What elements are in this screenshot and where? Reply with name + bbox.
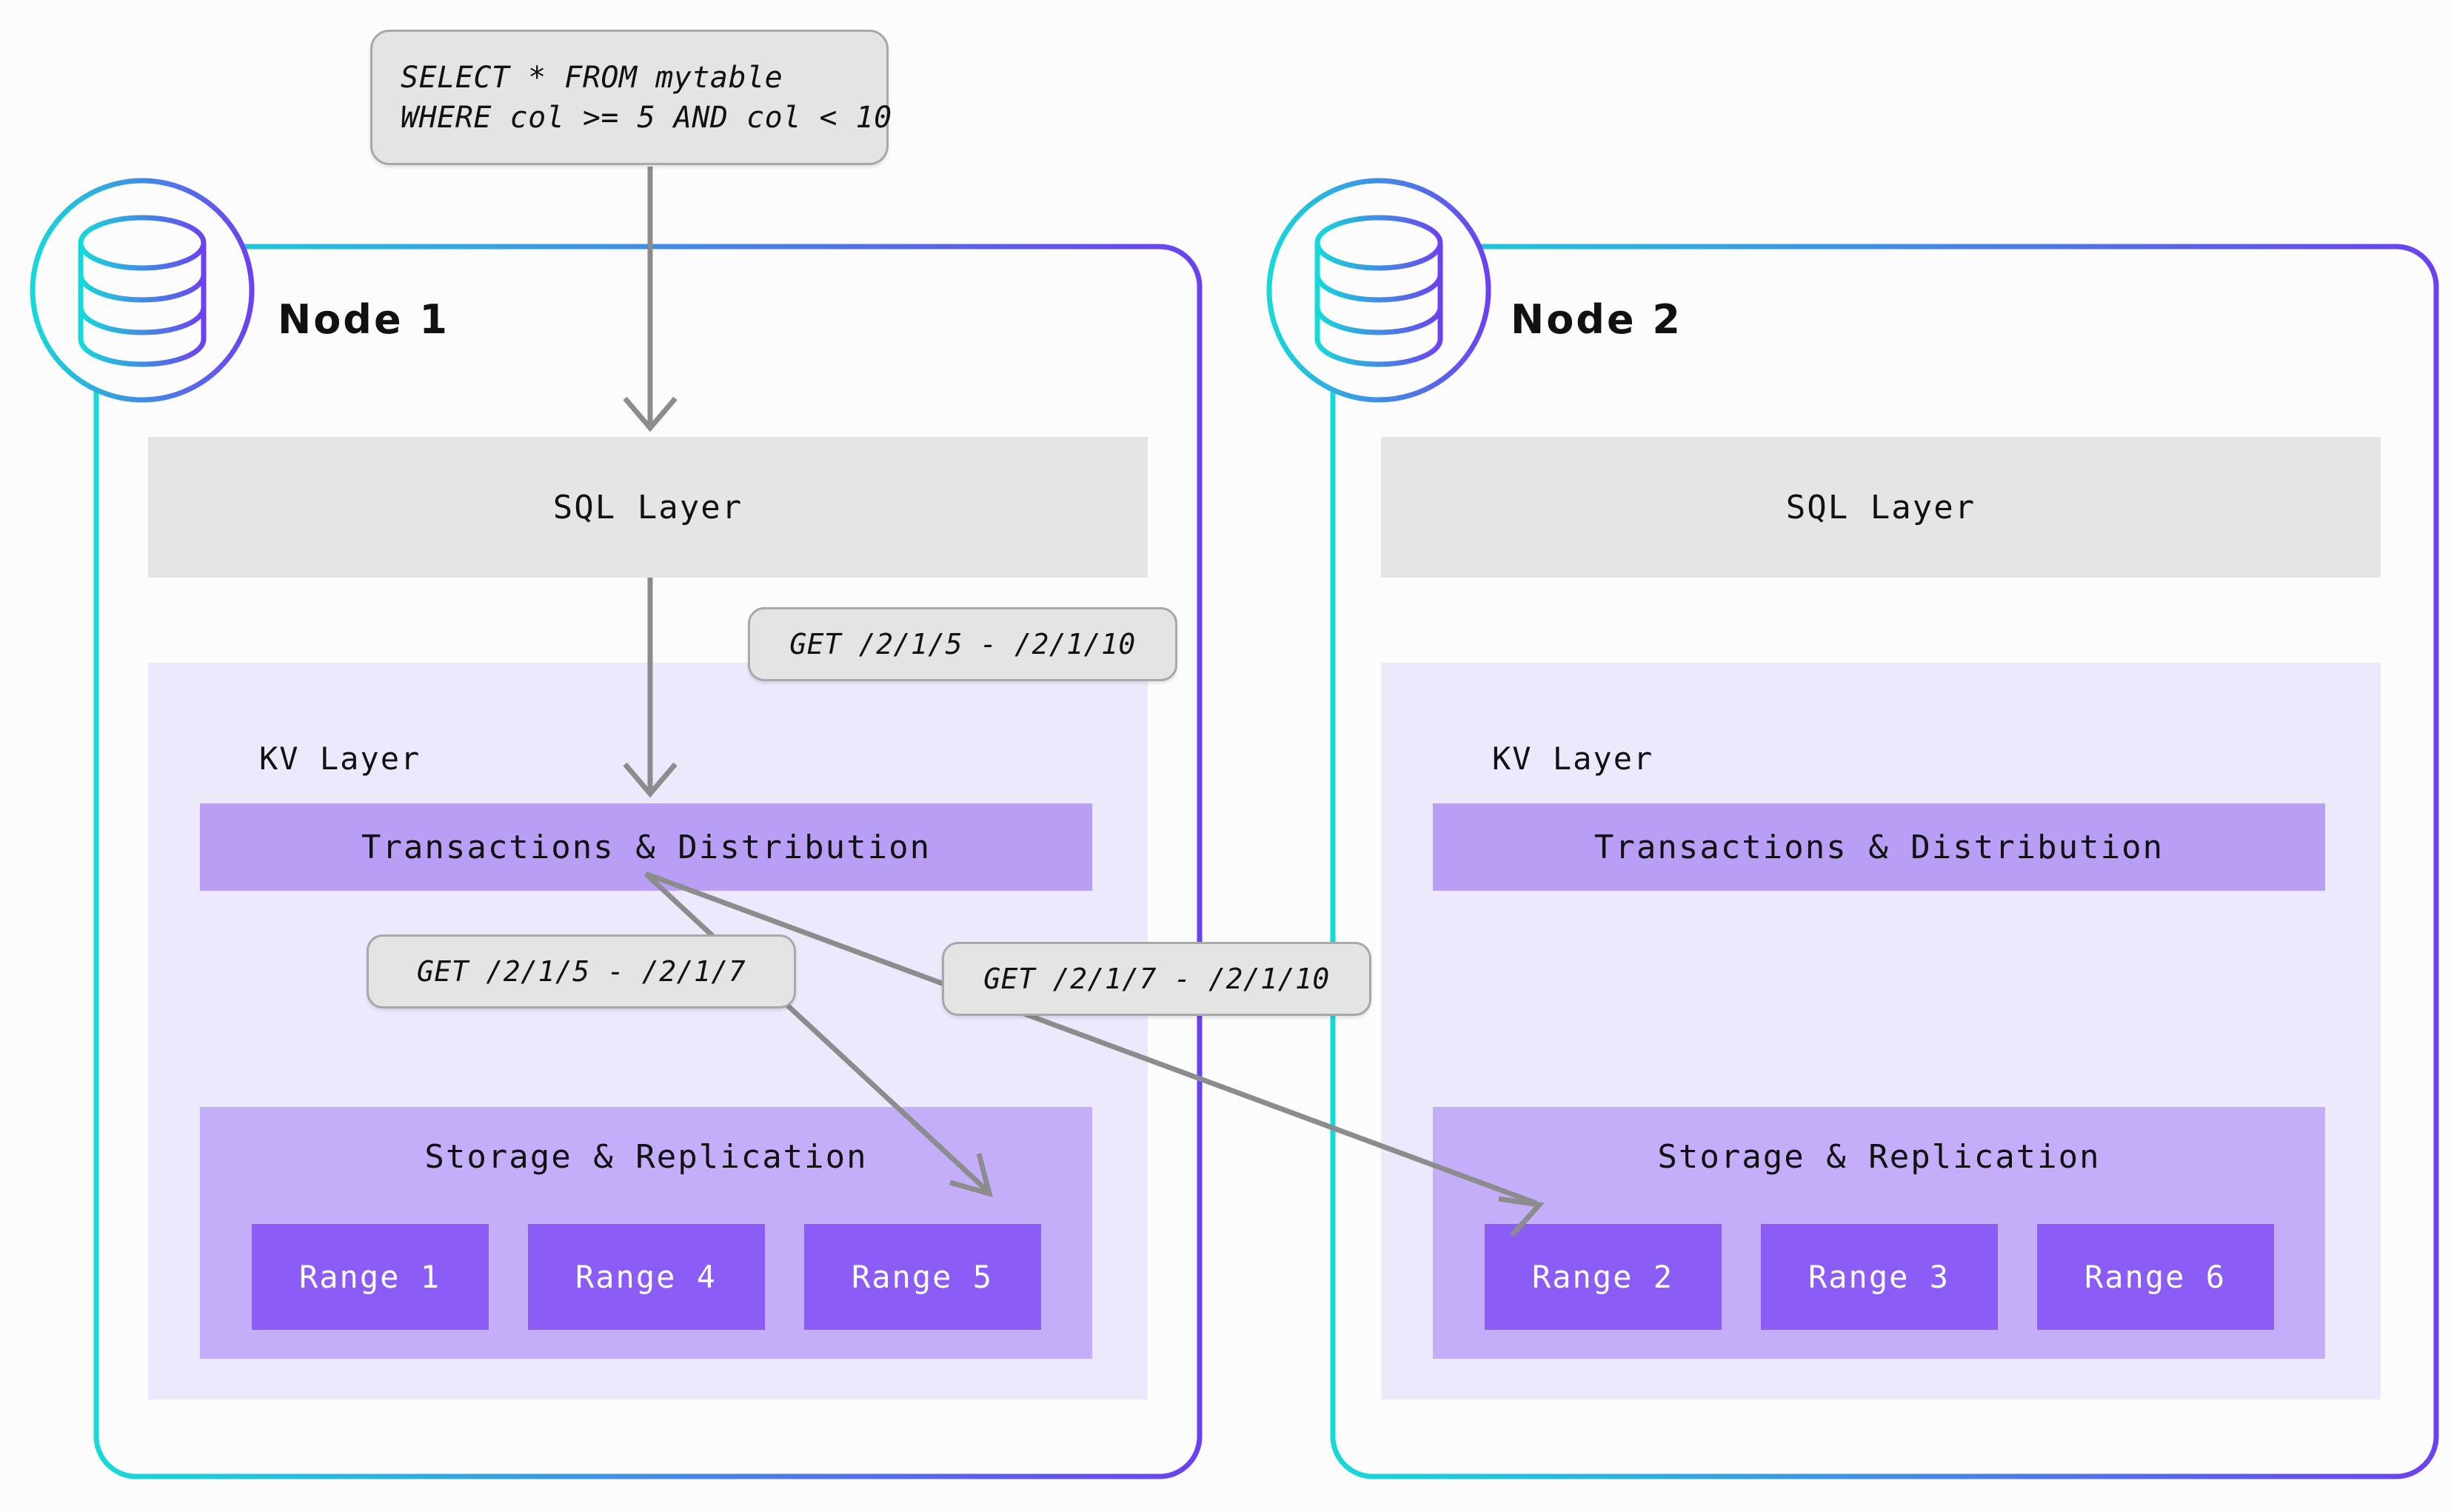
node-1-transactions-distribution: Transactions & Distribution bbox=[200, 803, 1092, 891]
node-2-badge-circle bbox=[1266, 178, 1491, 403]
get-label-range2: GET /2/1/7 - /2/1/10 bbox=[942, 942, 1371, 1016]
node-2-kv-layer: KV Layer Transactions & Distribution Sto… bbox=[1381, 663, 2381, 1399]
node-1-txn-label: Transactions & Distribution bbox=[361, 828, 932, 866]
node-2-storage-replication: Storage & Replication Range 2 Range 3 Ra… bbox=[1433, 1107, 2325, 1359]
range-chip[interactable]: Range 2 bbox=[1484, 1224, 1722, 1330]
node-2-sql-layer-label: SQL Layer bbox=[1785, 488, 1976, 526]
get-label-range5: GET /2/1/5 - /2/1/7 bbox=[367, 934, 796, 1008]
range-chip[interactable]: Range 5 bbox=[803, 1224, 1041, 1330]
query-line-2: WHERE col >= 5 AND col < 10 bbox=[401, 100, 892, 135]
node-1-storage-replication: Storage & Replication Range 1 Range 4 Ra… bbox=[200, 1107, 1092, 1359]
node-1-badge bbox=[30, 178, 255, 403]
node-1-sql-layer: SQL Layer bbox=[148, 437, 1148, 578]
range-chip[interactable]: Range 4 bbox=[527, 1224, 765, 1330]
node-1-range-row: Range 1 Range 4 Range 5 bbox=[200, 1224, 1092, 1330]
node-1-badge-circle bbox=[30, 178, 255, 403]
node-2-txn-label: Transactions & Distribution bbox=[1594, 828, 2164, 866]
node-2-range-row: Range 2 Range 3 Range 6 bbox=[1433, 1224, 2325, 1330]
database-icon bbox=[1314, 215, 1443, 367]
range-chip[interactable]: Range 1 bbox=[251, 1224, 489, 1330]
range-chip[interactable]: Range 3 bbox=[1760, 1224, 1998, 1330]
node-2-kv-layer-label: KV Layer bbox=[1492, 740, 1654, 777]
node-2-transactions-distribution: Transactions & Distribution bbox=[1433, 803, 2325, 891]
node-2-badge bbox=[1266, 178, 1491, 403]
node-1-sql-layer-label: SQL Layer bbox=[552, 488, 743, 526]
get-label-sql-to-kv: GET /2/1/5 - /2/1/10 bbox=[748, 607, 1177, 681]
node-1-kv-layer: KV Layer Transactions & Distribution Sto… bbox=[148, 663, 1148, 1399]
node-1-kv-layer-label: KV Layer bbox=[259, 740, 421, 777]
node-1-storage-label: Storage & Replication bbox=[424, 1138, 868, 1176]
arrowhead-query-to-sql bbox=[623, 396, 678, 432]
node-2-sql-layer: SQL Layer bbox=[1381, 437, 2381, 578]
sql-query-box: SELECT * FROM mytable WHERE col >= 5 AND… bbox=[370, 30, 892, 165]
node-2-storage-label: Storage & Replication bbox=[1657, 1138, 2101, 1176]
node-1-title: Node 1 bbox=[278, 296, 449, 343]
database-icon bbox=[78, 215, 207, 367]
query-line-1: SELECT * FROM mytable bbox=[401, 60, 783, 95]
node-2-title: Node 2 bbox=[1511, 296, 1682, 343]
range-chip[interactable]: Range 6 bbox=[2036, 1224, 2274, 1330]
